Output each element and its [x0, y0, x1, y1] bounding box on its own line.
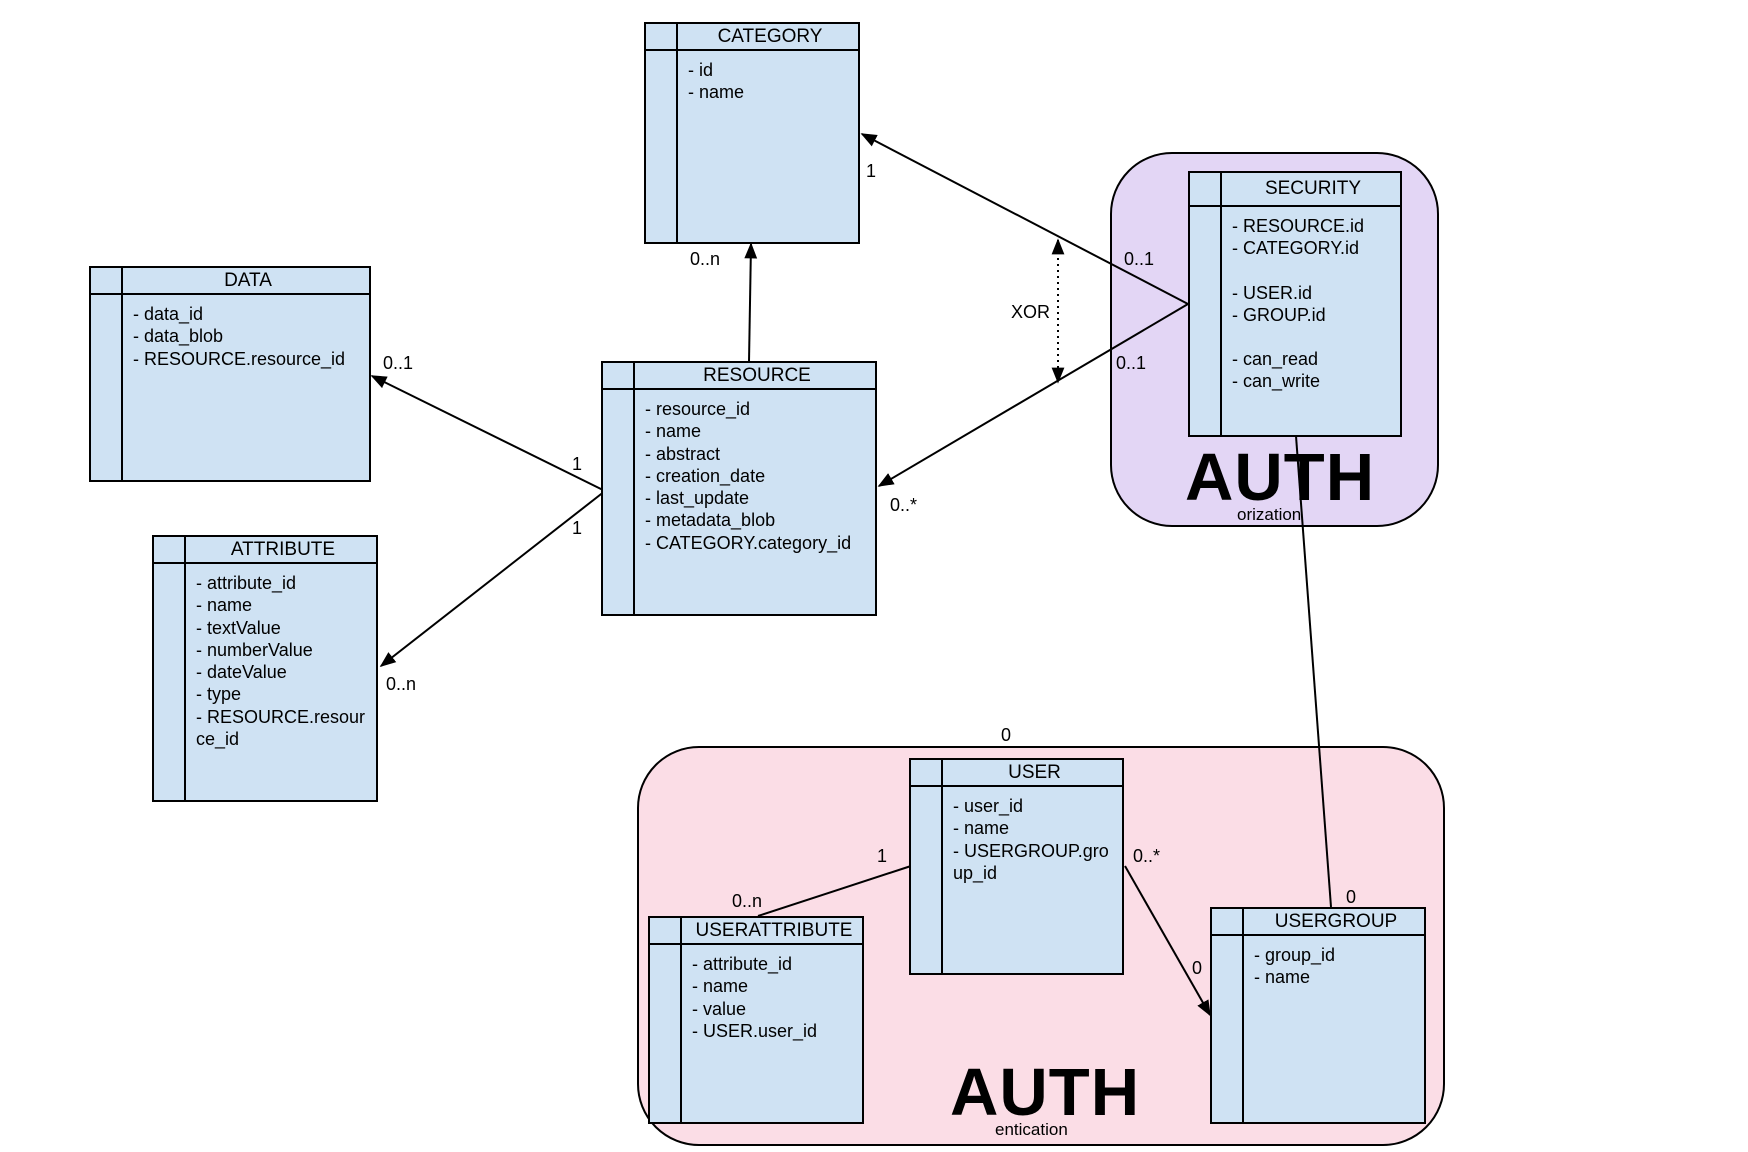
- label-user-to-usergroup: 0..*: [1133, 846, 1161, 866]
- edge-resource-attribute: [379, 490, 606, 667]
- field: - textValue: [196, 617, 281, 638]
- label-category-one: 1: [866, 161, 877, 181]
- field: - user_id: [953, 796, 1024, 816]
- edge-user-usergroup: [1124, 865, 1211, 1017]
- field: - CATEGORY.category_id: [645, 532, 852, 553]
- label-userattribute-many: 0..n: [732, 891, 763, 911]
- field: - GROUP.id: [1232, 304, 1326, 325]
- entity-title: USERGROUP: [1212, 909, 1424, 936]
- authentication-subtitle: entication: [995, 1120, 1068, 1139]
- edge-user-userattribute: [757, 865, 912, 917]
- field: - name: [692, 976, 749, 997]
- edge-resource-data: [370, 375, 606, 492]
- field: - name: [1254, 967, 1311, 988]
- field: - RESOURCE.id: [1232, 216, 1365, 236]
- entity-resource[interactable]: RESOURCE - resource_id - name - abstract…: [601, 361, 877, 616]
- entity-category[interactable]: CATEGORY - id - name: [644, 22, 860, 244]
- entity-fields: - RESOURCE.id - CATEGORY.id - USER.id - …: [1190, 207, 1400, 393]
- label-usergroup-zero-left: 0: [1192, 958, 1203, 978]
- entity-stripe: [1242, 909, 1244, 1122]
- field: - data_blob: [133, 326, 224, 347]
- entity-stripe: [121, 268, 123, 480]
- label-xor: XOR: [1011, 302, 1051, 322]
- entity-title: CATEGORY: [646, 24, 858, 51]
- entity-fields: - data_id - data_blob - RESOURCE.resourc…: [91, 295, 369, 370]
- authorization-title: AUTH: [1185, 440, 1376, 515]
- label-resource-many: 0..*: [890, 495, 918, 515]
- edge-resource-category: [744, 242, 758, 363]
- entity-fields: - resource_id - name - abstract - creati…: [603, 390, 875, 554]
- field: - can_write: [1232, 371, 1321, 392]
- field: - attribute_id: [196, 573, 297, 593]
- field: - USER.user_id: [692, 1020, 818, 1041]
- entity-stripe: [680, 918, 682, 1122]
- field: - can_read: [1232, 349, 1319, 370]
- entity-stripe: [941, 760, 943, 973]
- entity-usergroup[interactable]: USERGROUP - group_id - name: [1210, 907, 1426, 1124]
- label-data-optional: 0..1: [383, 353, 414, 373]
- field: - last_update: [645, 488, 750, 509]
- entity-title: ATTRIBUTE: [154, 537, 376, 564]
- field: - name: [645, 421, 702, 442]
- field: - resource_id: [645, 399, 751, 419]
- entity-stripe: [1220, 173, 1222, 435]
- label-resource-to-attribute: 1: [572, 518, 583, 538]
- field: - attribute_id: [692, 954, 793, 974]
- field: - data_id: [133, 304, 204, 324]
- entity-user[interactable]: USER - user_id - name - USERGROUP.group_…: [909, 758, 1124, 975]
- field: - creation_date: [645, 465, 766, 486]
- entity-attribute[interactable]: ATTRIBUTE - attribute_id - name - textVa…: [152, 535, 378, 802]
- entity-security[interactable]: SECURITY - RESOURCE.id - CATEGORY.id - U…: [1188, 171, 1402, 437]
- edge-security-category: [860, 133, 1189, 305]
- field: - id: [688, 60, 714, 80]
- label-auth-zero-top: 0: [1001, 725, 1012, 745]
- label-user-to-userattribute: 1: [877, 846, 888, 866]
- field: - name: [688, 82, 745, 103]
- entity-stripe: [633, 363, 635, 614]
- entity-fields: - group_id - name: [1212, 936, 1424, 989]
- entity-title: USERATTRIBUTE: [650, 918, 862, 945]
- field: - CATEGORY.id: [1232, 238, 1360, 259]
- field: - RESOURCE.resource_id: [133, 348, 346, 369]
- field: - abstract: [645, 443, 721, 464]
- field: - type: [196, 684, 242, 705]
- authentication-title: AUTH: [950, 1055, 1141, 1130]
- entity-stripe: [184, 537, 186, 800]
- field: - metadata_blob: [645, 510, 776, 531]
- field: - USERGROUP.group_id: [953, 840, 1109, 883]
- field: - name: [196, 595, 253, 616]
- field: - dateValue: [196, 662, 287, 683]
- field: - group_id: [1254, 945, 1336, 965]
- entity-data[interactable]: DATA - data_id - data_blob - RESOURCE.re…: [89, 266, 371, 482]
- entity-stripe: [676, 24, 678, 242]
- field: - numberValue: [196, 639, 313, 660]
- entity-fields: - id - name: [646, 51, 858, 104]
- entity-title: USER: [911, 760, 1122, 787]
- label-attribute-many: 0..n: [386, 674, 417, 694]
- field: - USER.id: [1232, 282, 1313, 303]
- entity-title: SECURITY: [1190, 173, 1400, 207]
- field: - value: [692, 998, 747, 1019]
- entity-fields: - attribute_id - name - textValue - numb…: [154, 564, 376, 750]
- entity-fields: - attribute_id - name - value - USER.use…: [650, 945, 862, 1042]
- label-security-to-resource: 0..1: [1116, 353, 1147, 373]
- edge-security-resource: [877, 303, 1189, 487]
- authorization-subtitle: orization: [1237, 505, 1302, 524]
- label-resource-to-data: 1: [572, 454, 583, 474]
- label-security-to-category: 0..1: [1124, 249, 1155, 269]
- entity-title: RESOURCE: [603, 363, 875, 390]
- entity-title: DATA: [91, 268, 369, 295]
- field: - RESOURCE.resource_id: [196, 706, 366, 750]
- edge-security-usergroup: [1295, 435, 1332, 908]
- entity-userattribute[interactable]: USERATTRIBUTE - attribute_id - name - va…: [648, 916, 864, 1124]
- label-usergroup-zero-top: 0: [1346, 887, 1357, 907]
- label-category-many: 0..n: [690, 249, 721, 269]
- field: - name: [953, 818, 1010, 839]
- entity-fields: - user_id - name - USERGROUP.group_id: [911, 787, 1122, 884]
